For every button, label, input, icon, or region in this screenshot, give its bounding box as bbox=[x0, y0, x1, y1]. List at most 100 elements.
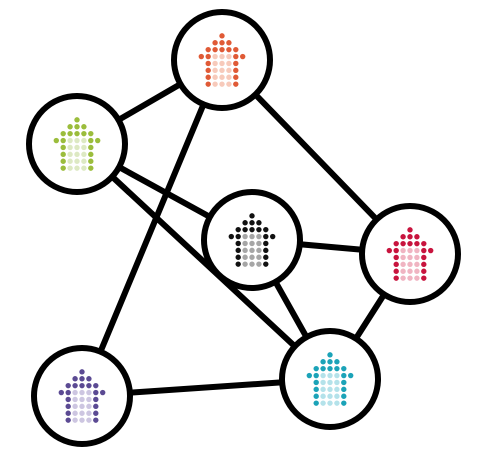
house-dot bbox=[226, 40, 232, 46]
house-dot bbox=[88, 130, 94, 137]
house-dot bbox=[212, 40, 218, 46]
house-dot bbox=[400, 275, 406, 281]
house-dot bbox=[86, 382, 92, 389]
house-dot bbox=[414, 254, 420, 261]
house-dot bbox=[93, 382, 99, 389]
house-dot bbox=[67, 124, 73, 130]
house-dot bbox=[256, 233, 262, 240]
house-dot bbox=[320, 379, 326, 386]
house-dot bbox=[65, 389, 71, 396]
house-dot bbox=[65, 396, 71, 403]
house-dot bbox=[263, 233, 269, 240]
house-dot bbox=[249, 240, 255, 247]
house-dot bbox=[226, 74, 232, 80]
house-dot bbox=[313, 372, 319, 379]
house-dot bbox=[400, 254, 406, 261]
house-dot bbox=[233, 53, 239, 60]
house-dot bbox=[414, 234, 420, 240]
house-dot bbox=[320, 386, 326, 393]
house-dot bbox=[414, 268, 420, 274]
house-dot bbox=[93, 417, 99, 423]
house-dot bbox=[212, 53, 218, 60]
house-dot bbox=[341, 386, 347, 393]
house-dot bbox=[407, 247, 413, 254]
house-dot bbox=[407, 240, 413, 247]
house-dot bbox=[400, 247, 406, 254]
house-dot bbox=[400, 234, 406, 240]
house-dot bbox=[327, 365, 333, 372]
house-dot bbox=[79, 369, 85, 375]
house-dot bbox=[249, 213, 255, 219]
house-dot bbox=[67, 158, 73, 164]
house-dot bbox=[60, 137, 66, 144]
house-dot bbox=[386, 247, 392, 254]
house-dot bbox=[242, 261, 248, 267]
house-dot bbox=[341, 379, 347, 386]
house-dot bbox=[74, 124, 80, 130]
house-dot bbox=[212, 67, 218, 74]
house-dot bbox=[334, 365, 340, 372]
house-dot bbox=[327, 393, 333, 399]
house-dot bbox=[88, 144, 94, 151]
house-dot bbox=[313, 365, 319, 372]
house-dot bbox=[393, 247, 399, 254]
house-dot bbox=[226, 67, 232, 74]
house-dot bbox=[219, 60, 225, 67]
house-dot bbox=[320, 372, 326, 379]
house-dot bbox=[219, 46, 225, 53]
house-dot bbox=[407, 227, 413, 233]
house-dot bbox=[53, 137, 59, 144]
house-dot-icon bbox=[228, 213, 276, 267]
house-dot bbox=[60, 144, 66, 151]
house-dot bbox=[242, 226, 248, 233]
house-dot bbox=[74, 137, 80, 144]
house-dot bbox=[235, 261, 241, 267]
house-dot bbox=[74, 165, 80, 171]
house-dot bbox=[93, 389, 99, 396]
house-dot bbox=[226, 53, 232, 60]
house-dot bbox=[235, 254, 241, 260]
house-dot bbox=[249, 220, 255, 226]
node-ring bbox=[201, 189, 303, 291]
house-dot bbox=[233, 67, 239, 74]
house-dot bbox=[219, 67, 225, 74]
house-dot bbox=[67, 144, 73, 151]
house-dot bbox=[407, 261, 413, 268]
house-dot bbox=[79, 389, 85, 396]
house-dot bbox=[313, 393, 319, 399]
house-dot bbox=[219, 81, 225, 87]
house-dot bbox=[58, 389, 64, 396]
house-dot bbox=[327, 372, 333, 379]
node-red bbox=[359, 203, 461, 305]
node-layer bbox=[26, 9, 461, 447]
house-dot bbox=[249, 261, 255, 267]
house-dot bbox=[100, 389, 106, 396]
house-dot bbox=[421, 261, 427, 268]
house-dot bbox=[256, 226, 262, 233]
house-dot bbox=[407, 234, 413, 240]
house-dot bbox=[421, 247, 427, 254]
house-dot bbox=[235, 247, 241, 254]
house-dot bbox=[81, 158, 87, 164]
house-dot bbox=[256, 261, 262, 267]
house-dot bbox=[219, 53, 225, 60]
house-dot bbox=[263, 261, 269, 267]
house-dot bbox=[421, 268, 427, 274]
house-dot bbox=[219, 74, 225, 80]
house-dot bbox=[233, 74, 239, 80]
house-dot bbox=[74, 130, 80, 137]
house-dot bbox=[93, 410, 99, 416]
house-dot bbox=[327, 379, 333, 386]
house-dot bbox=[421, 240, 427, 247]
node-black bbox=[201, 189, 303, 291]
house-dot bbox=[86, 417, 92, 423]
house-dot bbox=[240, 53, 246, 60]
house-dot bbox=[414, 247, 420, 254]
house-dot bbox=[60, 130, 66, 137]
house-dot bbox=[320, 400, 326, 406]
house-dot bbox=[249, 254, 255, 260]
house-dot bbox=[233, 46, 239, 53]
house-dot bbox=[313, 379, 319, 386]
house-dot bbox=[421, 275, 427, 281]
